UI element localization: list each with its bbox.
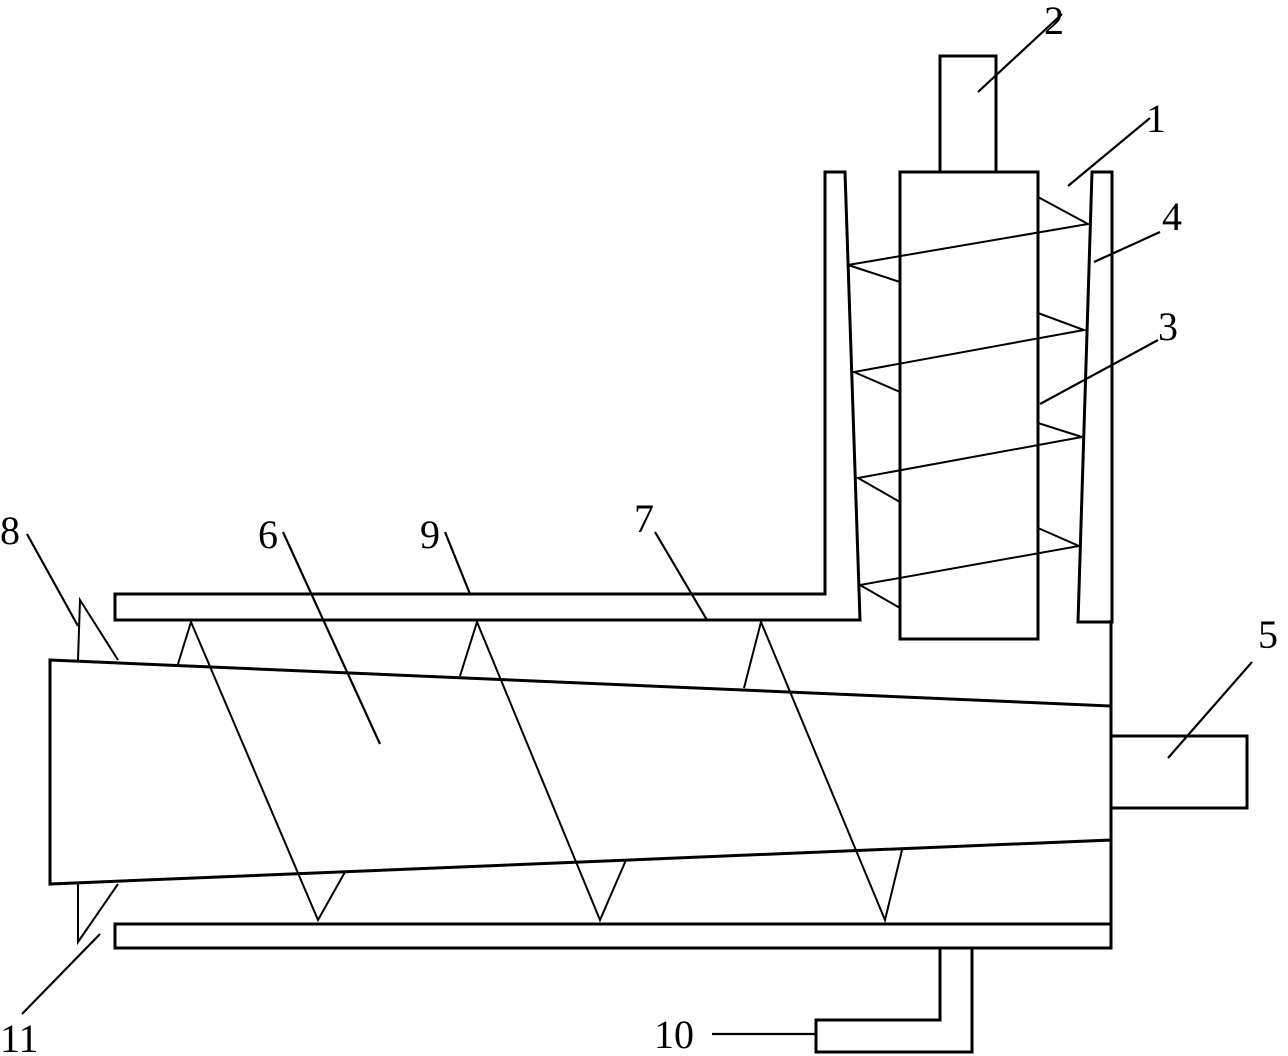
label-3: 3 [1158,304,1178,349]
label-10: 10 [654,1012,694,1056]
horizontal-screw-flights [177,618,903,924]
vertical-screw-flights [847,196,1092,609]
label-7: 7 [634,496,654,541]
label-4: 4 [1162,194,1182,239]
discharge-pipe [814,948,974,1054]
left-flight-upper-tip [77,596,119,661]
leader-lines [21,13,1253,1036]
horizontal-screw-shaft [48,658,1113,886]
label-6: 6 [258,512,278,557]
left-flight-lower-tip [77,883,119,946]
vertical-housing-right-wall [1076,170,1114,624]
label-2: 2 [1044,0,1064,43]
label-11: 11 [0,1016,39,1056]
vertical-screw-shaft [898,170,1040,641]
label-8: 8 [0,508,20,553]
top-shaft [938,54,998,174]
label-9: 9 [420,512,440,557]
label-5: 5 [1258,612,1278,657]
label-1: 1 [1146,96,1166,141]
vertical-housing-left-wall [113,170,862,622]
right-drive-shaft [1111,734,1249,810]
horizontal-housing-bottom [113,922,1113,950]
